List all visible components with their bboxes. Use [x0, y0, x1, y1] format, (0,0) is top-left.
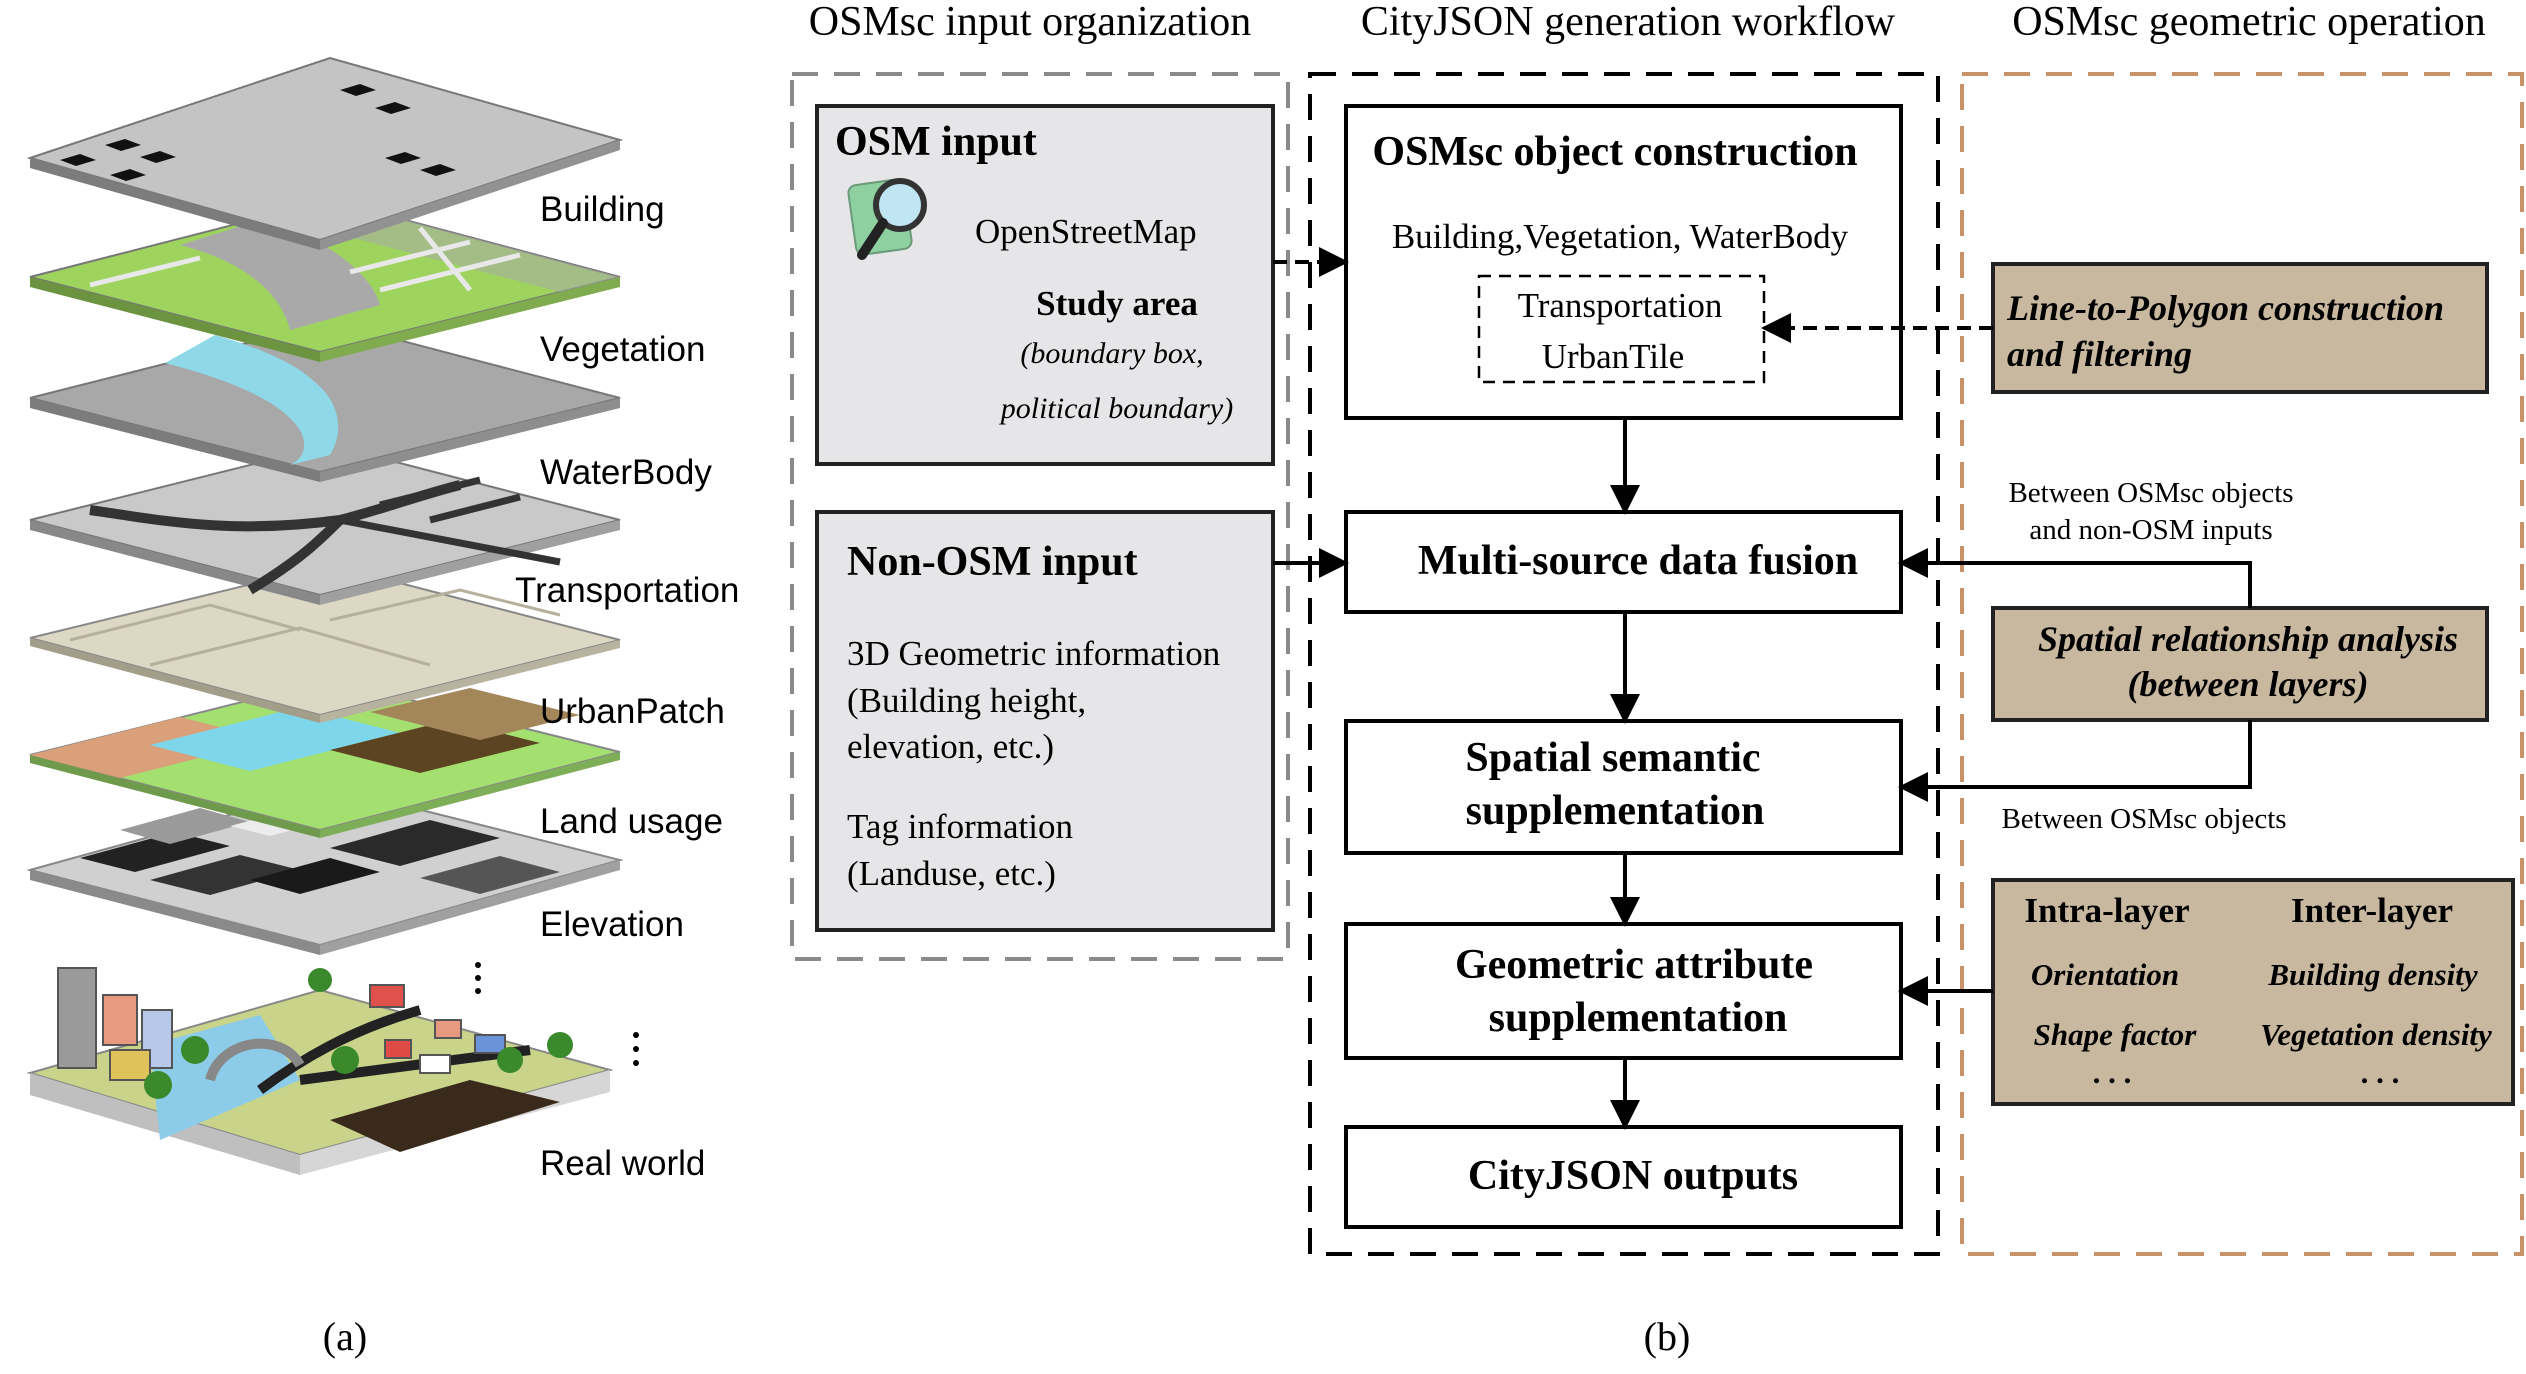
non-osm-line: Tag information [847, 807, 1073, 846]
waterbody-layer-illustration [29, 320, 621, 482]
column-header-workflow: CityJSON generation workflow [1361, 0, 1896, 45]
inter-layer-item: Vegetation density [2260, 1017, 2492, 1052]
arrow-spatial-to-fusion [1898, 548, 2252, 608]
inter-layer-item: . . . [2361, 1055, 2400, 1090]
object-construction-transportation: Transportation [1518, 286, 1723, 325]
non-osm-line: 3D Geometric information [847, 634, 1220, 673]
spatial-relationship-box: Spatial relationship analysis (between l… [1991, 606, 2489, 722]
layer-label-transportation: Transportation [515, 571, 739, 610]
arrow-spatial-to-semantic [1898, 720, 2252, 802]
intra-layer-item: . . . [2093, 1055, 2132, 1090]
object-construction-objects: Building,Vegetation, WaterBody [1392, 217, 1849, 256]
data-fusion-box: Multi-source data fusion [1344, 510, 1903, 614]
osm-source-label: OpenStreetMap [975, 212, 1197, 251]
geometric-column-frame [1960, 72, 2524, 1256]
object-construction-box: OSMsc object construction Building,Veget… [1344, 104, 1903, 420]
non-osm-input-box: Non-OSM input 3D Geometric information (… [815, 510, 1275, 932]
layer-label-urbanpatch: UrbanPatch [540, 692, 725, 731]
line-to-polygon-line-1: Line-to-Polygon construction [2006, 288, 2444, 328]
panel-a-caption: (a) [323, 1314, 367, 1359]
layer-label-waterbody: WaterBody [540, 453, 712, 492]
object-construction-title: OSMsc object construction [1372, 129, 1857, 175]
cityjson-outputs-box: CityJSON outputs [1344, 1125, 1903, 1229]
data-fusion-label: Multi-source data fusion [1418, 538, 1858, 584]
non-osm-input-title: Non-OSM input [847, 539, 1138, 585]
layer-label-building: Building [540, 190, 665, 229]
intra-layer-header: Intra-layer [2024, 891, 2189, 930]
layer-label-vegetation: Vegetation [540, 330, 705, 369]
line-to-polygon-line-2: and filtering [2007, 334, 2192, 374]
geometric-supplementation-line-2: supplementation [1489, 995, 1788, 1041]
openstreetmap-logo-icon [847, 178, 927, 260]
non-osm-line: (Landuse, etc.) [847, 854, 1056, 893]
cityjson-outputs-label: CityJSON outputs [1468, 1153, 1798, 1199]
non-osm-line: elevation, etc.) [847, 727, 1054, 766]
between-inputs-label-2: and non-OSM inputs [2029, 514, 2272, 546]
study-area-label: Study area [1036, 284, 1198, 323]
object-construction-urbantile: UrbanTile [1542, 337, 1685, 376]
line-to-polygon-box: Line-to-Polygon construction and filteri… [1991, 262, 2489, 394]
attribute-metrics-box: Intra-layer Inter-layer Orientation Shap… [1991, 878, 2515, 1106]
study-area-detail-1: (boundary box, [1020, 337, 1203, 370]
inter-layer-item: Building density [2267, 957, 2478, 992]
land-usage-layer-illustration [29, 678, 621, 838]
between-inputs-label-1: Between OSMsc objects [2008, 477, 2293, 509]
input-column-frame [790, 72, 1290, 961]
column-header-geometric: OSMsc geometric operation [2012, 0, 2486, 45]
column-header-input: OSMsc input organization [809, 0, 1252, 45]
layer-label-land-usage: Land usage [540, 802, 723, 841]
layer-stack-illustration: Building Vegetation WaterBody Transporta… [26, 56, 739, 1359]
intra-layer-item: Shape factor [2034, 1017, 2198, 1052]
study-area-detail-2: political boundary) [999, 392, 1233, 425]
line-derived-objects-frame [1477, 274, 1766, 384]
geometric-supplementation-line-1: Geometric attribute [1455, 942, 1813, 988]
osm-input-title: OSM input [835, 119, 1037, 165]
intra-layer-item: Orientation [2031, 957, 2179, 992]
inter-layer-header: Inter-layer [2291, 891, 2453, 930]
panel-b-caption: (b) [1644, 1314, 1691, 1359]
workflow-column-frame [1308, 72, 1940, 1256]
real-world-illustration [26, 967, 614, 1175]
spatial-relationship-line-2: (between layers) [2128, 664, 2369, 704]
layer-ellipsis [475, 962, 639, 1066]
semantic-supplementation-box: Spatial semantic supplementation [1344, 719, 1903, 855]
geometric-supplementation-box: Geometric attribute supplementation [1344, 922, 1903, 1060]
semantic-supplementation-line-1: Spatial semantic [1465, 735, 1760, 781]
osm-input-box: OSM input OpenStreetMap Study area (boun… [815, 104, 1275, 466]
building-layer-illustration [26, 56, 624, 250]
non-osm-line: (Building height, [847, 681, 1086, 720]
transportation-layer-illustration [29, 443, 621, 605]
spatial-relationship-line-1: Spatial relationship analysis [2038, 619, 2458, 659]
layer-label-elevation: Elevation [540, 905, 684, 944]
vegetation-layer-illustration [29, 198, 621, 362]
semantic-supplementation-line-2: supplementation [1466, 788, 1765, 834]
layer-label-real-world: Real world [540, 1144, 705, 1183]
urbanpatch-layer-illustration [29, 563, 621, 723]
between-objects-label: Between OSMsc objects [2001, 803, 2286, 835]
